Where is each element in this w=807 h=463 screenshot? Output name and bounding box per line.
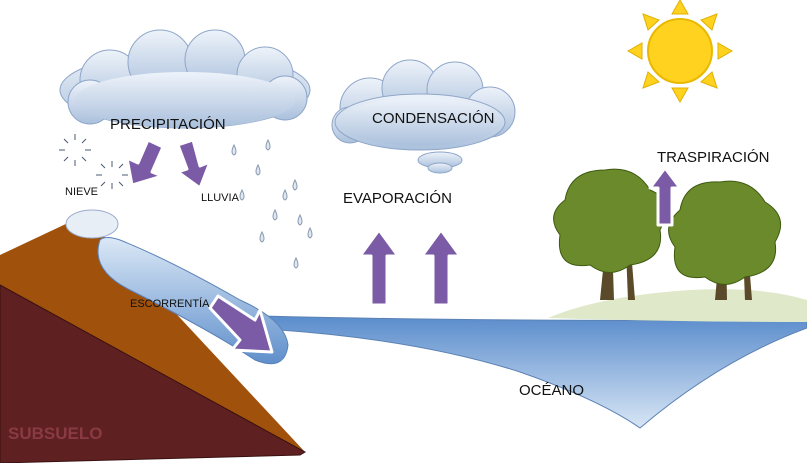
evaporation-arrow-icon <box>358 228 400 307</box>
snowflake-icon <box>59 134 128 189</box>
raindrop-icons <box>231 138 313 269</box>
ocean <box>260 315 807 429</box>
evaporation-label: EVAPORACIÓN <box>343 190 452 207</box>
transpiration-arrow-icon <box>648 166 682 227</box>
runoff-arrow-icon <box>208 294 274 354</box>
arrow-icons <box>125 138 682 354</box>
snow-label: NIEVE <box>65 186 99 198</box>
transpiration-label: TRASPIRACIÓN <box>657 149 770 166</box>
snow-arrow-icon <box>125 138 165 187</box>
island <box>548 289 807 322</box>
rain-arrow-icon <box>176 138 212 190</box>
subsoil-label: SUBSUELO <box>8 424 103 443</box>
ocean-label: OCÉANO <box>519 382 585 399</box>
sun-icon <box>626 0 734 104</box>
condensation-label: CONDENSACIÓN <box>372 110 495 127</box>
condensation-cloud <box>331 59 516 174</box>
snow-cap <box>65 209 119 239</box>
precipitation-cloud <box>59 29 311 129</box>
tree-icon <box>553 168 782 300</box>
rain-label: LLUVIA <box>201 192 239 204</box>
runoff-label: ESCORRENTÍA <box>130 298 210 310</box>
precipitation-label: PRECIPITACIÓN <box>110 116 226 133</box>
evaporation-arrow-icon <box>420 228 462 307</box>
subsoil-layer <box>0 284 307 463</box>
